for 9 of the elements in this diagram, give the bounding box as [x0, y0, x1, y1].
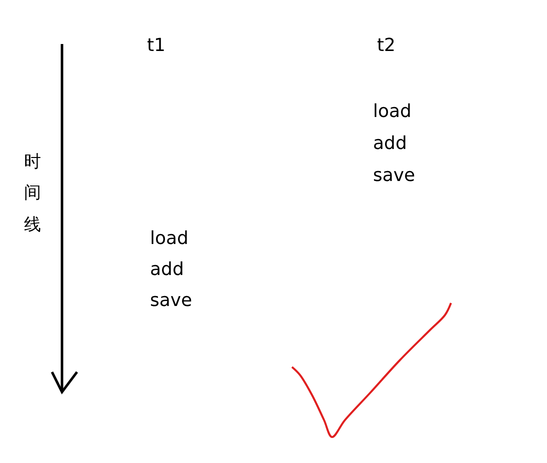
step-label: save [150, 290, 192, 312]
step-label: add [373, 133, 407, 155]
step-label: save [373, 165, 416, 187]
column-heading: t2 [377, 35, 396, 57]
step-label: load [373, 101, 412, 123]
column-heading: t1 [147, 35, 166, 57]
axis-label: 时间线 [24, 151, 41, 237]
step-label: load [150, 228, 188, 250]
step-label: add [150, 259, 184, 281]
